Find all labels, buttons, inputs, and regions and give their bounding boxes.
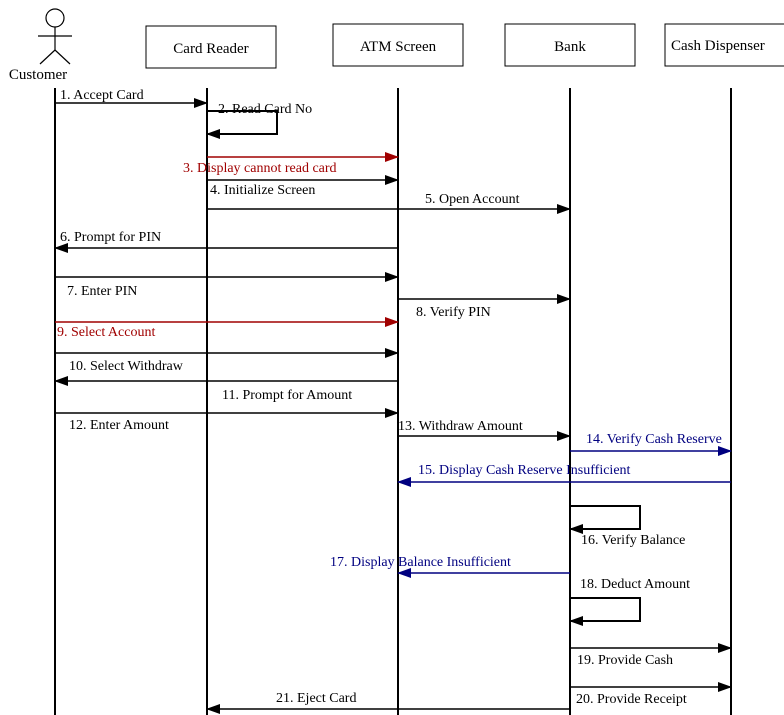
message-label: 18. Deduct Amount [580, 577, 690, 592]
message-6: 6. Prompt for PIN [54, 230, 398, 253]
message-18: 18. Deduct Amount [569, 577, 690, 626]
customer-label: Customer [9, 67, 67, 83]
message-8: 8. Verify PIN [398, 294, 571, 320]
message-label: 6. Prompt for PIN [60, 230, 161, 245]
message-label: 4. Initialize Screen [210, 183, 315, 198]
message-label: 12. Enter Amount [69, 418, 169, 433]
message-label: 8. Verify PIN [416, 305, 491, 320]
message-label: 9. Select Account [57, 325, 155, 340]
message-19: 19. Provide Cash [570, 643, 732, 668]
message-label: 11. Prompt for Amount [222, 388, 352, 403]
participant-card-reader: Card Reader [145, 25, 277, 69]
message-17: 17. Display Balance Insufficient [330, 555, 570, 578]
message-label: 14. Verify Cash Reserve [586, 432, 722, 447]
message-label: 5. Open Account [425, 192, 520, 207]
message-4: 4. Initialize Screen [207, 175, 399, 198]
message-10: 10. Select Withdraw [55, 348, 399, 374]
participant-cash-dispenser: Cash Dispenser [664, 23, 784, 67]
message-label: 13. Withdraw Amount [398, 419, 523, 434]
message-label: 7. Enter PIN [67, 284, 137, 299]
participant-atm-screen: ATM Screen [332, 23, 464, 67]
message-21: 21. Eject Card [206, 691, 570, 714]
participant-label: Card Reader [173, 41, 248, 57]
message-label: 10. Select Withdraw [69, 359, 184, 374]
message-label: 15. Display Cash Reserve Insufficient [418, 463, 631, 478]
message-12: 12. Enter Amount [55, 408, 399, 433]
message-3: 3. Display cannot read card [183, 152, 399, 176]
customer-actor: Customer [9, 8, 72, 83]
participant-bank: Bank [504, 23, 636, 67]
message-label: 17. Display Balance Insufficient [330, 555, 511, 570]
message-label: 16. Verify Balance [581, 533, 685, 548]
message-15: 15. Display Cash Reserve Insufficient [397, 463, 731, 487]
message-label: 21. Eject Card [276, 691, 356, 706]
message-5: 5. Open Account [207, 192, 571, 214]
message-1: 1. Accept Card [55, 88, 208, 108]
message-13: 13. Withdraw Amount [398, 419, 571, 441]
message-7: 7. Enter PIN [55, 272, 399, 299]
message-label: 19. Provide Cash [577, 653, 673, 668]
message-2: 2. Read Card No [206, 102, 312, 139]
message-20: 20. Provide Receipt [570, 682, 732, 707]
message-label: 3. Display cannot read card [183, 161, 337, 176]
message-label: 1. Accept Card [60, 88, 144, 103]
stick-figure-icon [38, 8, 72, 65]
message-9: 9. Select Account [55, 317, 399, 340]
messages: 1. Accept Card 2. Read Card No 3. Displa… [54, 88, 732, 714]
message-11: 11. Prompt for Amount [54, 376, 398, 403]
message-label: 20. Provide Receipt [576, 692, 687, 707]
lifelines [54, 88, 732, 715]
message-14: 14. Verify Cash Reserve [570, 432, 732, 456]
participant-label: Cash Dispenser [671, 38, 765, 54]
message-label: 2. Read Card No [218, 102, 312, 117]
participant-label: ATM Screen [360, 39, 437, 55]
message-16: 16. Verify Balance [569, 505, 685, 548]
participant-label: Bank [554, 39, 586, 55]
